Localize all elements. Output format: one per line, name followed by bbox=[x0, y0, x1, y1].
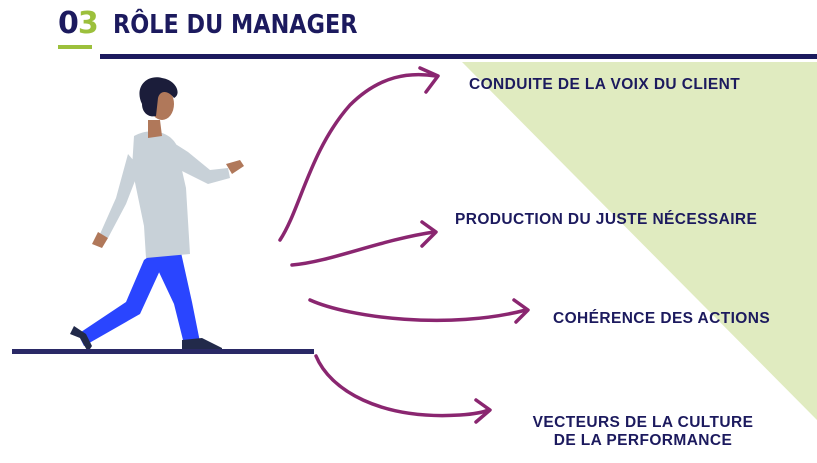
section-number-three: 3 bbox=[77, 6, 99, 41]
person-front-leg bbox=[150, 248, 200, 344]
item-action-coherence: COHÉRENCE DES ACTIONS bbox=[553, 310, 771, 327]
person-back-hand bbox=[92, 232, 108, 248]
item-just-necessary-production: PRODUCTION DU JUSTE NÉCESSAIRE bbox=[455, 211, 758, 228]
person-front-arm bbox=[164, 138, 230, 184]
arrow-icon-2 bbox=[290, 220, 438, 267]
ground-line bbox=[12, 349, 314, 354]
section-header: 03 RÔLE DU MANAGER bbox=[0, 0, 817, 60]
section-number-zero: 0 bbox=[58, 6, 79, 41]
person-back-shoe bbox=[70, 326, 92, 352]
item-performance-culture-line1: VECTEURS DE LA CULTURE bbox=[532, 414, 754, 431]
person-back-leg bbox=[78, 252, 162, 346]
item-performance-culture: VECTEURS DE LA CULTURE DE LA PERFORMANCE bbox=[512, 414, 774, 450]
item-voice-of-customer: CONDUITE DE LA VOIX DU CLIENT bbox=[469, 76, 741, 93]
item-performance-culture-line2: DE LA PERFORMANCE bbox=[553, 432, 733, 449]
arrows-group bbox=[278, 66, 530, 424]
person-back-arm bbox=[100, 154, 140, 238]
person-neck bbox=[148, 120, 162, 138]
person-hair bbox=[139, 77, 178, 117]
arrow-icon-4 bbox=[314, 354, 492, 424]
section-number: 03 bbox=[58, 6, 99, 42]
section-number-underline bbox=[58, 45, 92, 49]
page-title: RÔLE DU MANAGER bbox=[113, 10, 358, 40]
person-front-hand bbox=[226, 160, 244, 174]
walking-person-illustration bbox=[70, 77, 244, 354]
arrow-icon-3 bbox=[308, 298, 530, 324]
header-divider bbox=[100, 54, 817, 59]
arrow-icon-1 bbox=[278, 66, 440, 242]
